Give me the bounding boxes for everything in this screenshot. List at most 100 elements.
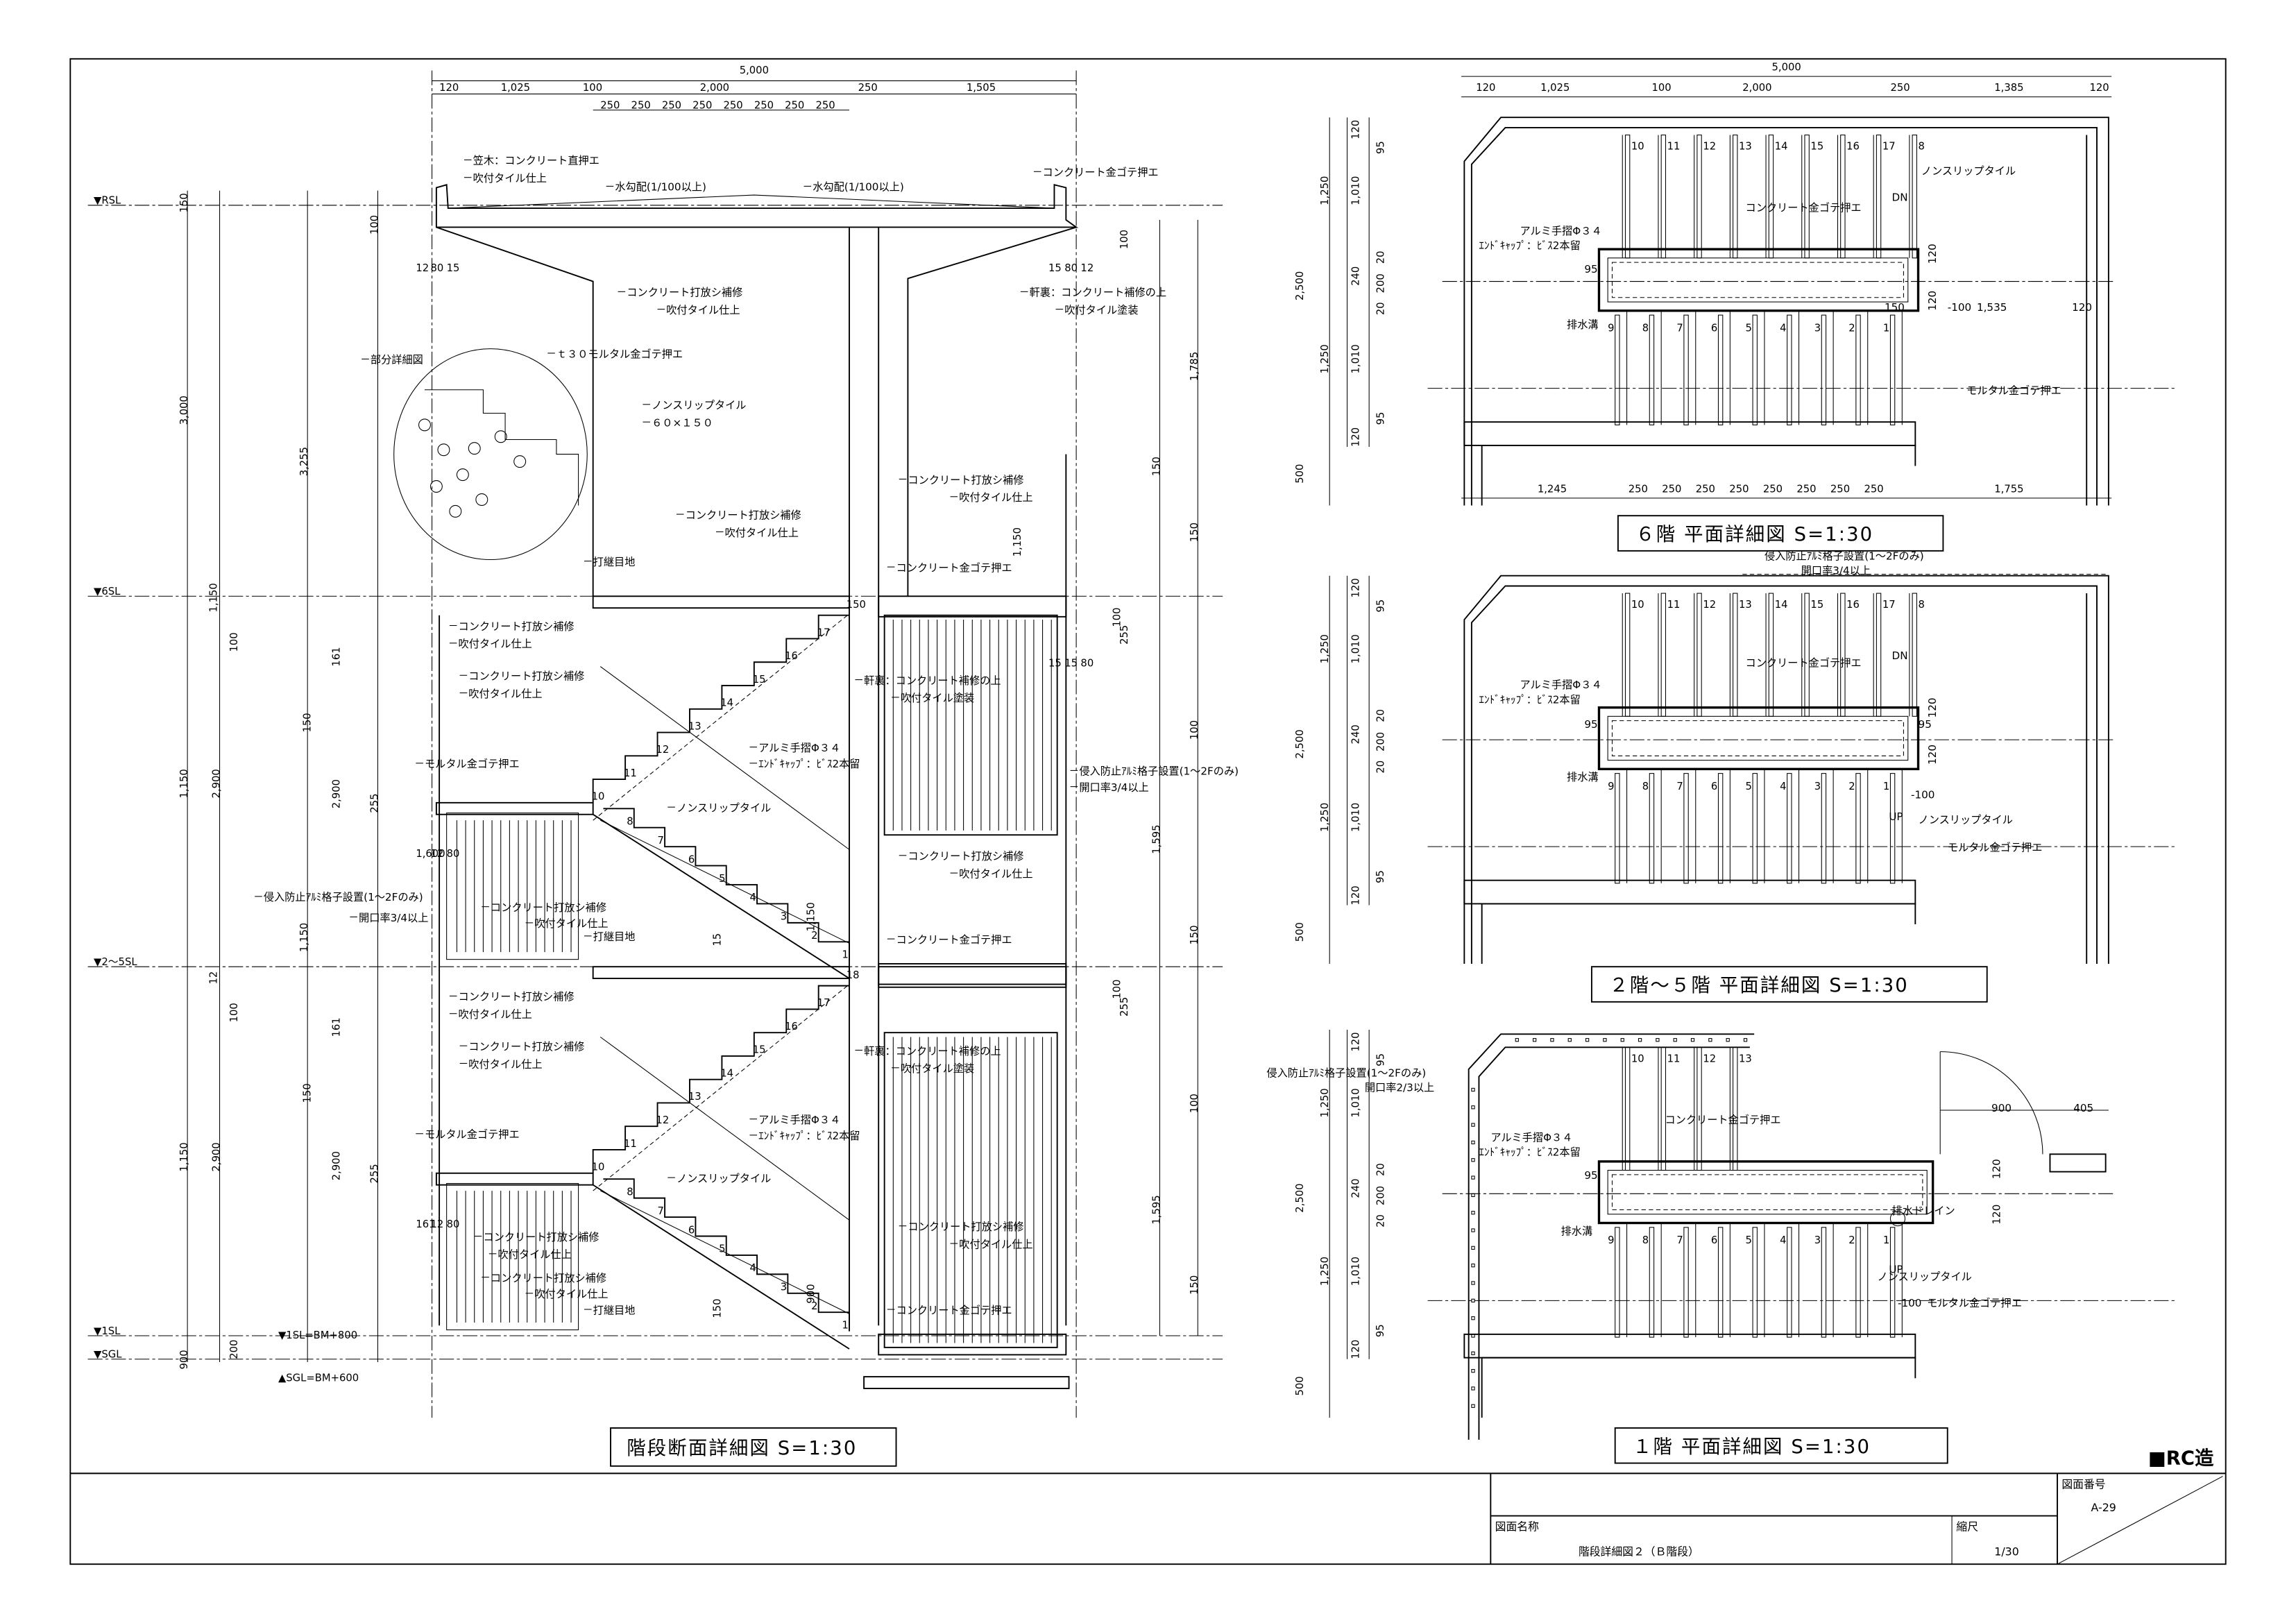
non-slip-tile — [1624, 134, 1631, 259]
grille-dot — [1471, 1228, 1475, 1232]
dimension-text: 95 — [1375, 412, 1386, 425]
non-slip-tile — [1840, 134, 1846, 259]
dimension-text: 100 — [1111, 607, 1123, 627]
dimension-text: 1,025 — [1540, 82, 1570, 94]
dimension-text: 1,010 — [1350, 803, 1361, 832]
left-grille — [446, 1182, 579, 1331]
grille-dot — [1708, 1038, 1712, 1042]
non-slip-tile — [1624, 593, 1631, 717]
step-number: 3 — [781, 1282, 787, 1293]
dimension-text: 1,010 — [1350, 1088, 1361, 1117]
non-slip-tile — [1697, 134, 1702, 259]
dimension-text: 1,785 — [1189, 352, 1200, 381]
dimension-text: 100 — [1651, 82, 1671, 94]
non-slip-tile — [1717, 773, 1724, 884]
step-number: 7 — [658, 1205, 664, 1217]
step-number: 16 — [1846, 141, 1860, 153]
plan-annotation: 排水溝 — [1561, 1225, 1593, 1237]
non-slip-tile — [1889, 314, 1896, 425]
dimension-text: 20 — [1375, 250, 1386, 264]
grille-dot — [1471, 1105, 1475, 1110]
grille-dot — [1656, 1038, 1660, 1042]
step-number: 11 — [1667, 599, 1681, 611]
step-number: 11 — [1667, 141, 1681, 153]
landing-slab — [878, 966, 1067, 988]
section-annotation: 笠木：コンクリート直押エ — [473, 155, 599, 167]
dimension-text: 900 — [178, 1350, 190, 1369]
dimension-text: 1,595 — [1150, 824, 1162, 853]
non-slip-tile — [1768, 134, 1774, 259]
plan-annotation: 120 — [1926, 291, 1939, 311]
dimension-text: 240 — [1350, 266, 1361, 286]
dimension-text: 1,250 — [1319, 803, 1331, 832]
non-slip-tile — [1912, 593, 1917, 717]
dimension-text: 200 — [1375, 1186, 1386, 1205]
step-number: 12 — [656, 1114, 669, 1126]
plan-annotation: 120 — [1926, 697, 1939, 717]
parapet — [435, 184, 1079, 228]
step-number: 1 — [842, 949, 848, 961]
step-number: 12 — [1703, 599, 1716, 611]
section-annotation: 打継目地 — [593, 556, 636, 568]
plan-annotation: 120 — [1926, 745, 1939, 765]
step-number: 17 — [817, 997, 831, 1009]
non-slip-tile — [1649, 314, 1655, 425]
plan-annotation: ノンスリップタイル — [1919, 813, 2013, 826]
dimension-text: 80 — [430, 262, 443, 274]
dimension-text: 100 — [368, 215, 380, 235]
step-number: 10 — [1631, 599, 1644, 611]
section-annotation: 水勾配(1/100以上) — [813, 181, 904, 194]
dimension-text: 2,500 — [1294, 729, 1306, 758]
stair-soffit-hidden — [593, 613, 850, 821]
dimension-text: 120 — [1350, 1032, 1361, 1051]
plan-annotation: 排水溝 — [1567, 771, 1599, 783]
section-annotation: 侵入防止ｱﾙﾐ格子設置(1～2Fのみ) — [1079, 765, 1239, 778]
drain-icon — [1889, 1211, 1906, 1227]
step-number: 3 — [1814, 322, 1821, 334]
step-number: 10 — [592, 1162, 605, 1173]
step-number: 4 — [749, 1262, 756, 1274]
plan-annotation: モルタル金ゴテ押エ — [1927, 1297, 2022, 1309]
stair-well — [1607, 257, 1909, 303]
drawing-number: A-29 — [2091, 1501, 2116, 1514]
dimension-text: 150 — [1189, 1275, 1200, 1295]
dimension-text: 15 — [1064, 658, 1078, 670]
dimension-text: 12 — [207, 971, 219, 985]
section-annotation: 侵入防止ｱﾙﾐ格子設置(1～2Fのみ) — [264, 891, 423, 903]
dimension-text: 240 — [1350, 724, 1361, 744]
section-annotation: アルミ手摺Φ３４ — [758, 742, 840, 754]
section-annotation: コンクリート打放シ補修 — [483, 1231, 599, 1243]
plan-annotation: 95 — [1584, 1169, 1597, 1182]
mid-landing — [435, 801, 594, 815]
section-annotation: 吹付タイル仕上 — [468, 688, 542, 700]
non-slip-tile — [1752, 1227, 1758, 1338]
non-slip-tile — [1855, 314, 1861, 425]
non-slip-tile — [1733, 593, 1738, 717]
non-slip-tile — [1821, 1227, 1827, 1338]
handrail — [599, 1037, 850, 1221]
step-number: 4 — [1780, 1234, 1786, 1246]
non-slip-tile — [1660, 593, 1667, 717]
section-annotation: モルタル金ゴテ押エ — [425, 1128, 520, 1141]
plan-annotation: 侵入防止ｱﾙﾐ格子設置(1～2Fのみ) — [1266, 1067, 1426, 1079]
step-number: 17 — [1882, 599, 1896, 611]
plan-annotation: 1,535 — [1977, 301, 2007, 314]
step-number: 17 — [1882, 141, 1896, 153]
plan-title-box — [1590, 966, 1988, 1003]
non-slip-tile — [1649, 1227, 1655, 1338]
plan-annotation: UP — [1889, 810, 1903, 823]
non-slip-tile — [1840, 593, 1846, 717]
dimension-text: 2,900 — [211, 1142, 223, 1171]
plan-annotation: DN — [1892, 649, 1908, 662]
dimension-text: 1,010 — [1350, 344, 1361, 373]
non-slip-tile — [1768, 593, 1774, 717]
step-number: 15 — [1810, 599, 1823, 611]
grille-dot — [1471, 1123, 1475, 1127]
non-slip-tile — [1752, 314, 1758, 425]
step-number: 6 — [1711, 322, 1717, 334]
section-annotation: ｔ３０モルタル金ゴテ押エ — [556, 348, 683, 360]
section-annotation: ｴﾝﾄﾞｷｬｯﾌﾟ：ﾋﾞｽ2本留 — [758, 1130, 860, 1142]
outer-wall — [1463, 575, 2109, 964]
section-annotation: アルミ手摺Φ３４ — [758, 1114, 840, 1126]
